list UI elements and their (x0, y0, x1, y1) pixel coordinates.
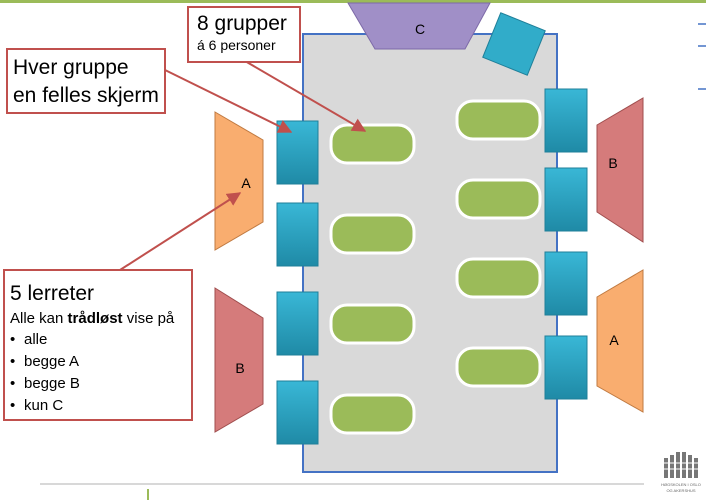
group-screen (544, 251, 588, 316)
projection-screen-right-a (596, 269, 644, 413)
projection-callout-text: Alle kan trådløst vise på (10, 310, 175, 327)
wireless-emphasis: trådløst (67, 310, 123, 327)
group-screen (276, 380, 319, 445)
shared-screen-line1: Hver gruppe (13, 56, 129, 79)
group-screen (544, 335, 588, 400)
group-table (329, 123, 416, 165)
svg-text:HØGSKOLEN I OSLO: HØGSKOLEN I OSLO (661, 482, 701, 487)
right-a-label: A (609, 332, 619, 348)
screen-c-label: C (415, 21, 425, 37)
list-item: begge A (10, 351, 191, 373)
groups-callout-subtitle: á 6 personer (197, 37, 276, 53)
projection-callout-title: 5 lerreter (10, 282, 95, 305)
shared-screen-line2: en felles skjerm (13, 84, 159, 107)
group-table (329, 213, 416, 255)
callout-arrow-icon (244, 60, 367, 132)
group-screen (544, 88, 588, 153)
group-screen (276, 291, 319, 356)
list-item: begge B (10, 373, 191, 395)
group-screen (276, 120, 319, 185)
projection-screen-right-b (596, 97, 644, 243)
list-item: kun C (10, 395, 191, 417)
projection-callout: 5 lerreter Alle kan trådløst vise på all… (3, 269, 193, 421)
callout-arrow-icon (164, 69, 293, 133)
school-logo-icon: HØGSKOLEN I OSLO OG AKERSHUS (661, 452, 701, 493)
group-table (329, 393, 416, 435)
callout-arrow-icon (119, 192, 242, 271)
shared-screen-callout: Hver gruppe en felles skjerm (6, 48, 166, 114)
left-b-label: B (235, 360, 244, 376)
group-table (455, 178, 542, 220)
group-table (455, 346, 542, 388)
list-item: alle (10, 329, 191, 351)
group-table (455, 257, 542, 299)
group-screen (276, 202, 319, 267)
projector-box (482, 12, 546, 76)
groups-callout: 8 grupper á 6 personer (187, 6, 301, 63)
left-a-label: A (241, 175, 251, 191)
group-screen (544, 167, 588, 232)
svg-text:OG AKERSHUS: OG AKERSHUS (666, 488, 695, 493)
top-border-line (0, 0, 706, 3)
groups-callout-title: 8 grupper (197, 12, 287, 35)
projection-screen-left-b (214, 287, 264, 433)
projection-screen-c (347, 2, 491, 50)
right-b-label: B (608, 155, 617, 171)
projection-screen-left-a (214, 111, 264, 251)
group-table (455, 99, 542, 141)
group-table (329, 303, 416, 345)
